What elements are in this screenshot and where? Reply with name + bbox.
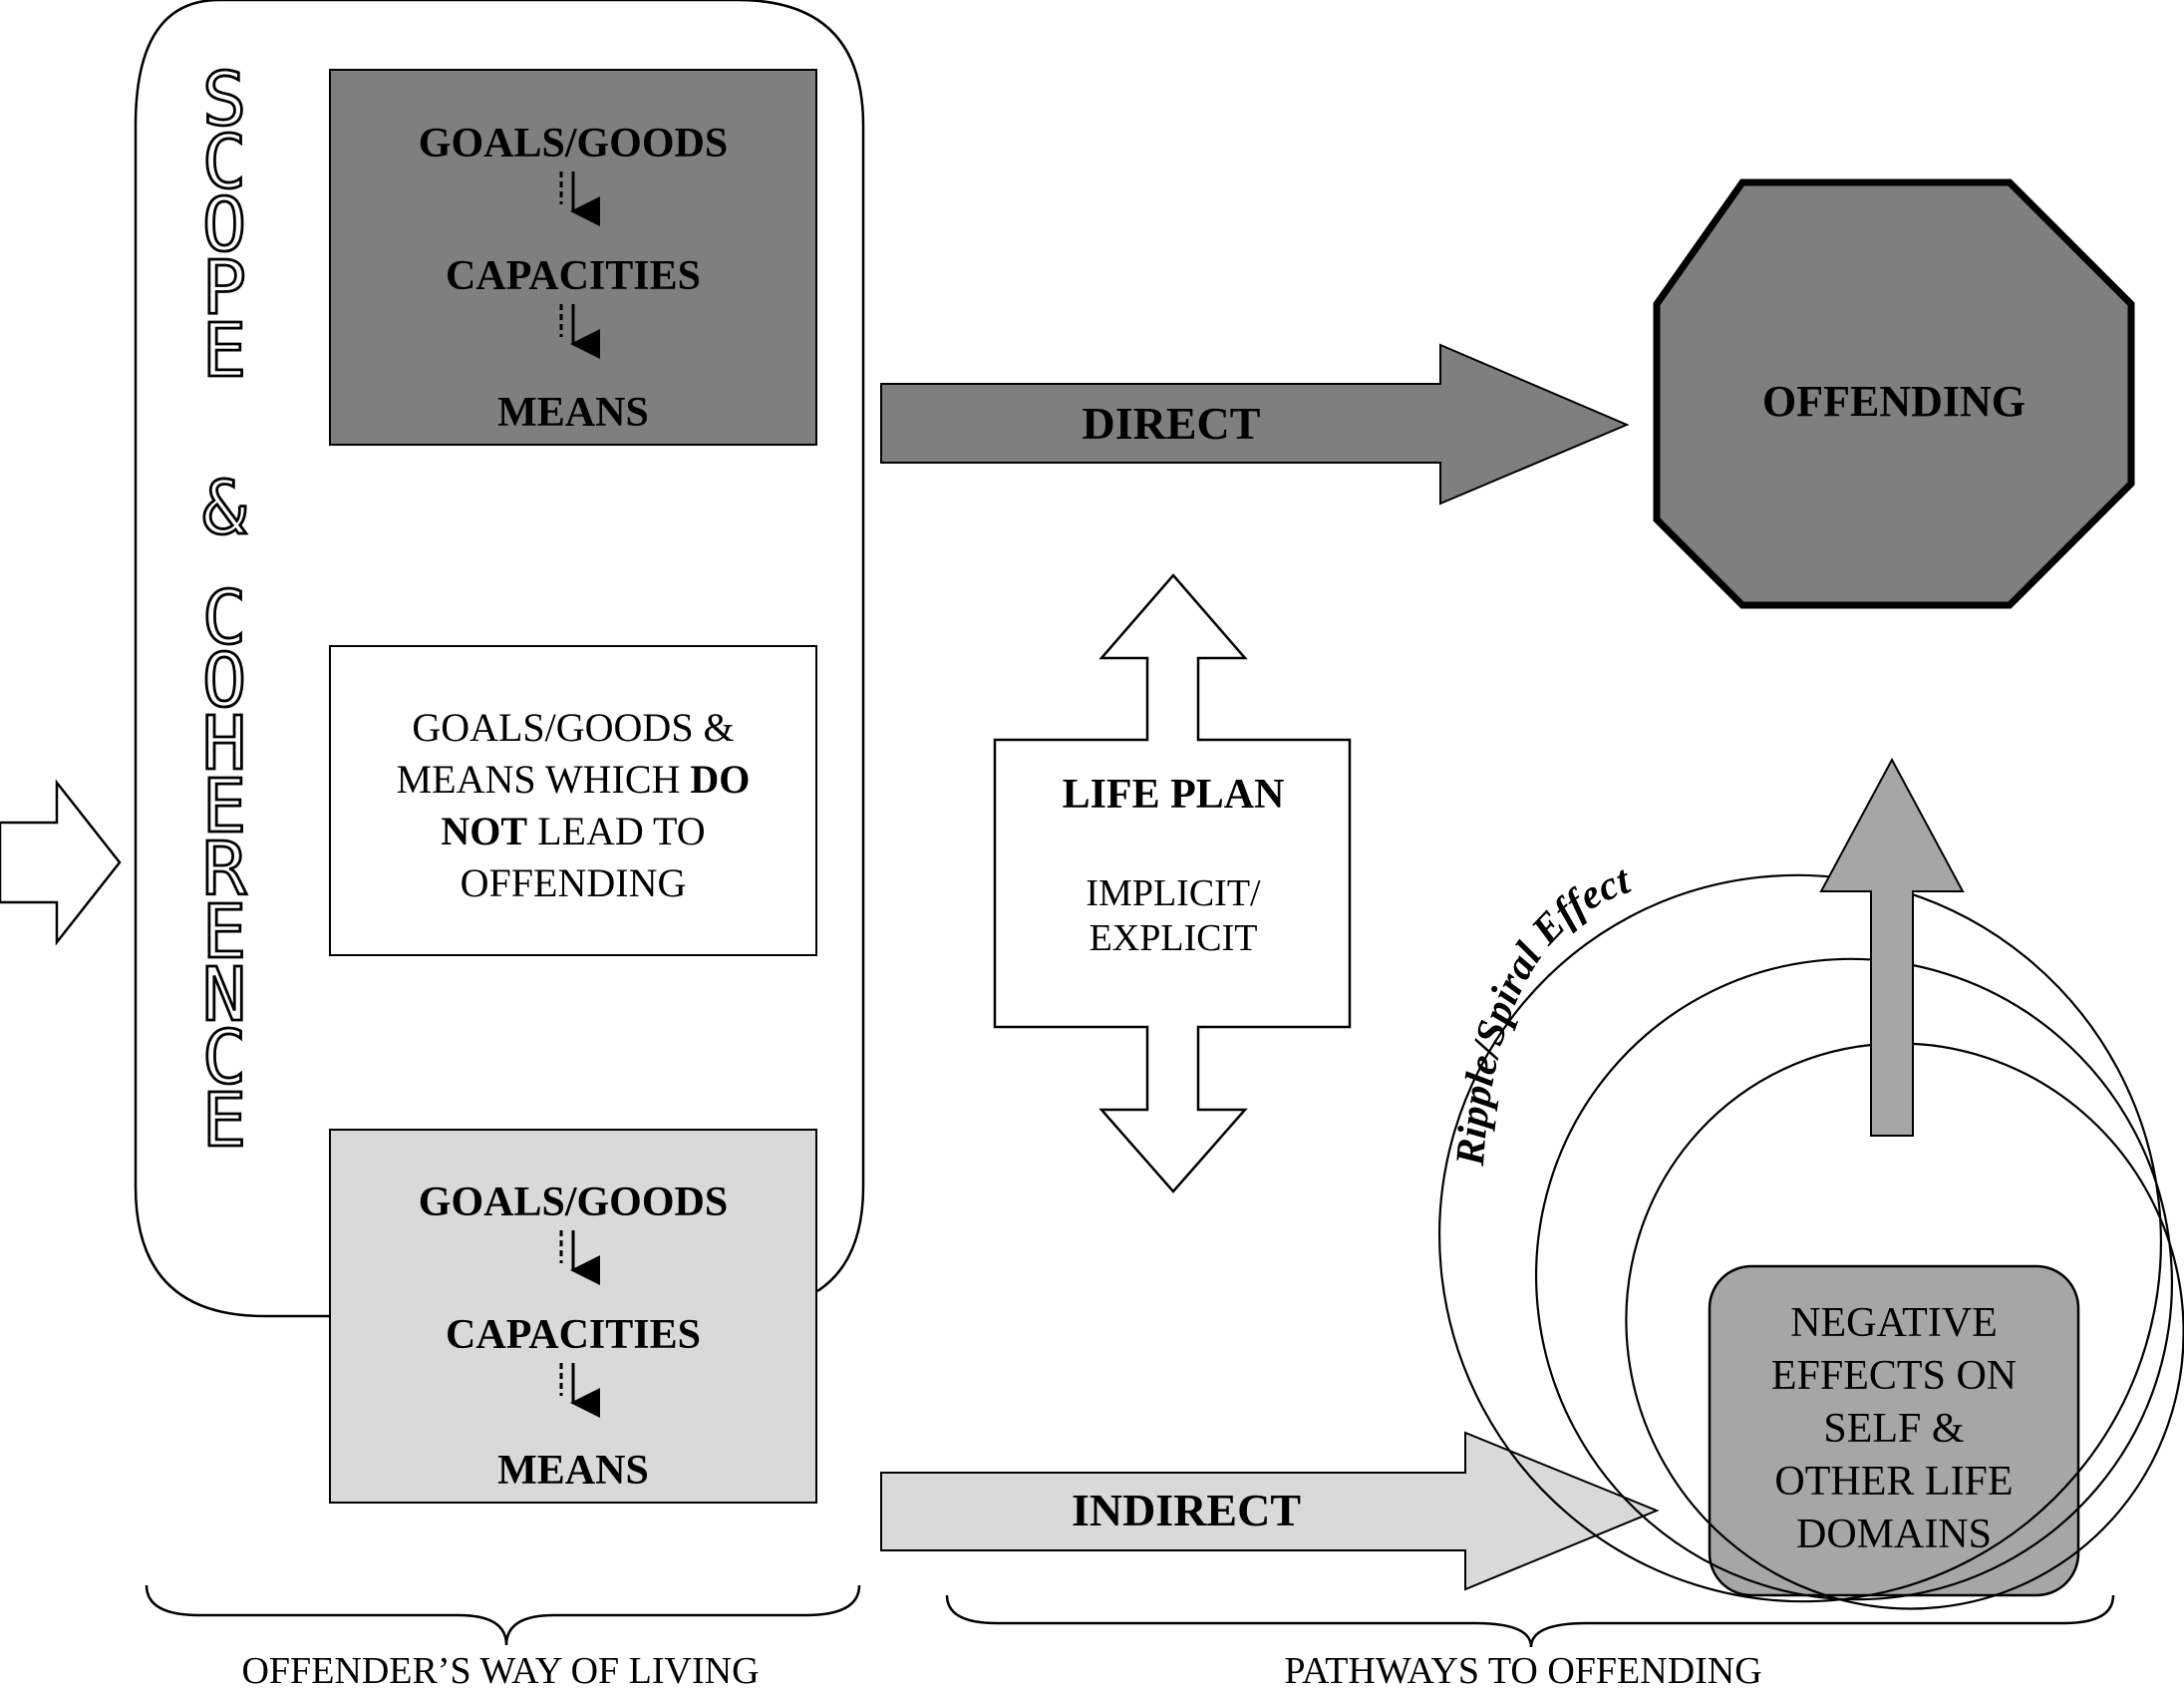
top-capacities-text: CAPACITIES bbox=[446, 253, 701, 299]
way-of-living-container bbox=[134, 0, 865, 1318]
ripple-ovals bbox=[1438, 873, 2184, 1610]
scope-coherence-letter: E bbox=[202, 1078, 247, 1164]
scope-coherence-letter: N bbox=[202, 952, 247, 1038]
bottom-box-arrows bbox=[559, 1230, 600, 1418]
life-plan-title: LIFE PLAN bbox=[1063, 772, 1285, 818]
ripple-spiral-label: Ripple/Spiral Effect bbox=[1446, 855, 1637, 1168]
direct-label: DIRECT bbox=[1083, 398, 1261, 449]
scope-coherence-letter: & bbox=[202, 466, 247, 551]
top-goals-box bbox=[329, 69, 817, 446]
negative-effects-line3: SELF & bbox=[1823, 1406, 1964, 1452]
scope-coherence-letter: E bbox=[202, 764, 247, 849]
direct-arrow bbox=[880, 343, 1630, 506]
negative-effects-line1: NEGATIVE bbox=[1790, 1300, 1998, 1346]
non-offending-box bbox=[329, 645, 817, 956]
negative-effects-box bbox=[1708, 1264, 2080, 1597]
negative-effects-line2: EFFECTS ON bbox=[1771, 1353, 2017, 1399]
life-plan-double-arrow bbox=[993, 573, 1352, 1193]
non-offending-line3: NOT LEAD TO bbox=[441, 809, 705, 853]
top-goals-text: GOALS/GOODS bbox=[419, 121, 728, 167]
scope-coherence-letter: O bbox=[202, 638, 247, 724]
indirect-arrow bbox=[880, 1431, 1660, 1591]
scope-coherence-letter: E bbox=[202, 308, 247, 394]
top-box-arrows bbox=[559, 171, 600, 359]
input-arrow bbox=[0, 779, 122, 946]
scope-coherence-letter: O bbox=[202, 182, 247, 268]
scope-coherence-letter: C bbox=[202, 1015, 247, 1101]
scope-coherence-letter: C bbox=[202, 120, 247, 205]
offending-octagon bbox=[1653, 178, 2135, 609]
bottom-means-text: MEANS bbox=[497, 1448, 649, 1494]
pathways-label: PATHWAYS TO OFFENDING bbox=[1284, 1650, 1761, 1689]
scope-coherence-letter: S bbox=[202, 57, 247, 143]
right-curly-bracket bbox=[945, 1594, 2115, 1648]
scope-coherence-letter: P bbox=[202, 245, 247, 331]
bottom-goals-text: GOALS/GOODS bbox=[419, 1180, 728, 1225]
offending-label: OFFENDING bbox=[1762, 377, 2026, 426]
non-offending-line2: MEANS WHICH DO bbox=[397, 757, 751, 802]
ampersand-text: & bbox=[202, 466, 247, 551]
non-offending-line1: GOALS/GOODS & bbox=[412, 705, 734, 750]
life-plan-line2: EXPLICIT bbox=[1090, 917, 1258, 959]
scope-coherence-letter: R bbox=[202, 827, 247, 912]
scope-coherence-letter: E bbox=[202, 889, 247, 975]
negative-effects-line4: OTHER LIFE bbox=[1774, 1459, 2013, 1505]
scope-coherence-letter: C bbox=[202, 575, 247, 661]
non-offending-line4: OFFENDING bbox=[461, 860, 687, 905]
bottom-capacities-text: CAPACITIES bbox=[446, 1312, 701, 1358]
escalation-arrow bbox=[1819, 757, 1965, 1137]
scope-coherence-letter: H bbox=[202, 701, 247, 787]
life-plan-line1: IMPLICIT/ bbox=[1086, 872, 1261, 914]
indirect-label: INDIRECT bbox=[1072, 1485, 1301, 1535]
left-curly-bracket bbox=[145, 1584, 861, 1646]
way-of-living-label: OFFENDER’S WAY OF LIVING bbox=[241, 1650, 759, 1689]
top-means-text: MEANS bbox=[497, 390, 649, 436]
bottom-goals-box bbox=[329, 1129, 817, 1504]
negative-effects-line5: DOMAINS bbox=[1796, 1512, 1992, 1557]
